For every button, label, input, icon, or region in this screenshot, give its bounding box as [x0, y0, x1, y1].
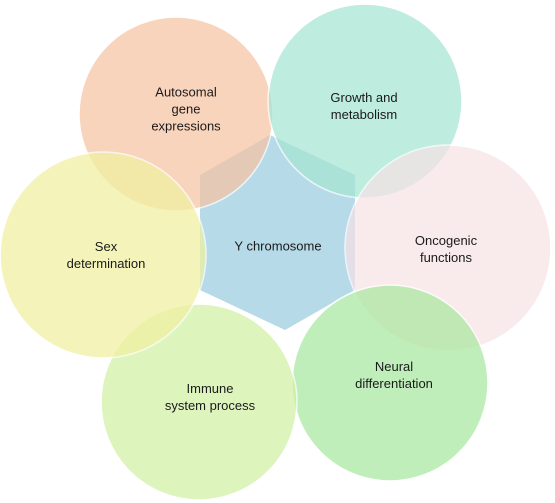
label-sex-determination: Sex determination	[67, 238, 146, 272]
label-immune-system-process: Immune system process	[165, 380, 255, 414]
label-y-chromosome: Y chromosome	[234, 238, 321, 255]
circle-sex-determination	[0, 151, 207, 359]
label-line: system process	[164, 398, 256, 413]
label-line: functions	[419, 250, 473, 265]
label-line: Oncogenic	[414, 233, 478, 248]
label-line: Immune	[186, 381, 234, 396]
label-neural-differentiation: Neural differentiation	[355, 358, 433, 392]
label-growth-and-metabolism: Growth and metabolism	[330, 89, 397, 123]
label-line: Growth and	[330, 90, 398, 105]
label-line: determination	[66, 256, 146, 271]
label-line: gene	[171, 101, 201, 117]
label-line: expressions	[151, 118, 221, 134]
label-line: Autosomal	[155, 84, 217, 100]
circle-immune-system-process	[100, 303, 298, 501]
label-line: metabolism	[330, 107, 398, 122]
label-line: differentiation	[355, 376, 433, 391]
center-label-text: Y chromosome	[234, 238, 322, 254]
label-line: Neural	[374, 359, 414, 374]
label-oncogenic-functions: Oncogenic functions	[415, 232, 477, 266]
label-line: Sex	[94, 239, 118, 254]
label-autosomal-gene-expressions: Autosomal gene expressions	[151, 84, 220, 135]
